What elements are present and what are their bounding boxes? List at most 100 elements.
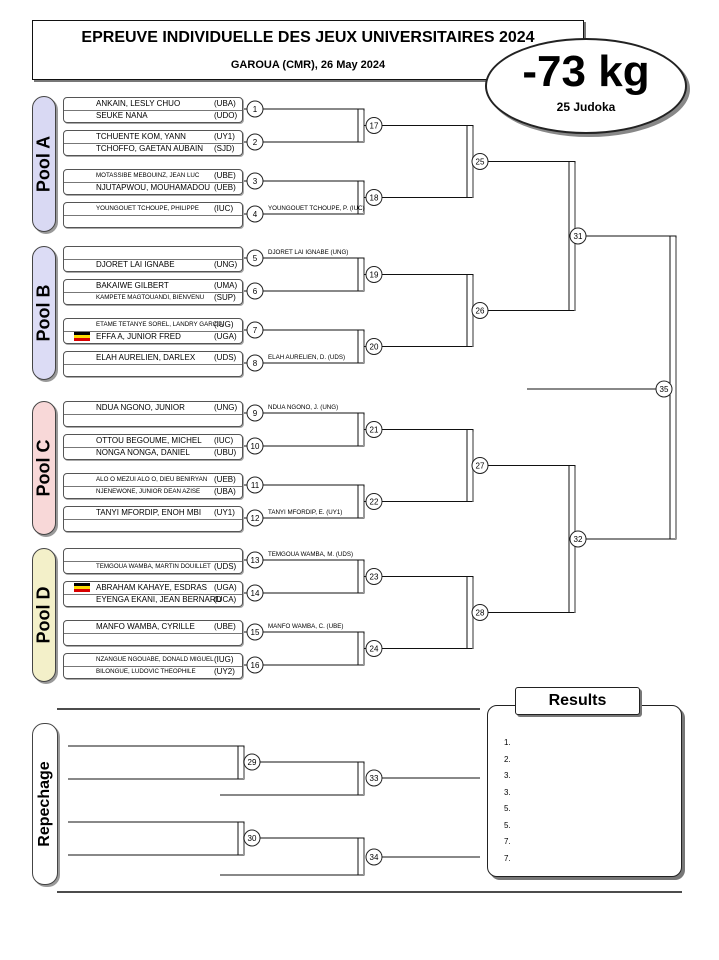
fighter-club: (UY1) bbox=[214, 132, 235, 141]
fighter-name: TCHUENTE KOM, YANN bbox=[96, 132, 186, 141]
results-rank: 5. bbox=[504, 804, 511, 813]
fighter-name: NZANGUE NGOUABE, DONALD MIGUEL bbox=[96, 656, 214, 663]
fighter-club: (UBE) bbox=[214, 622, 236, 631]
match-11-circle-number: 11 bbox=[251, 481, 260, 490]
match-2-box bbox=[63, 130, 243, 156]
fighter-club: (UEB) bbox=[214, 475, 236, 484]
match-22-circle-number: 22 bbox=[370, 498, 379, 507]
fighter-club: (IUG) bbox=[214, 655, 234, 664]
fighter-name: ANKAIN, LESLY CHUO bbox=[96, 99, 181, 108]
athlete-separator bbox=[64, 633, 242, 634]
fighter-name: ABRAHAM KAHAYE, ESDRAS bbox=[96, 583, 207, 592]
athlete-separator bbox=[64, 331, 242, 332]
athlete-separator bbox=[64, 292, 242, 293]
match-32-circle-number: 32 bbox=[574, 535, 583, 544]
fighter-club: (UBA) bbox=[214, 487, 236, 496]
bye-winner-name: TANYI MFORDIP, E. (UY1) bbox=[268, 509, 343, 516]
fighter-club: (IUG) bbox=[214, 320, 234, 329]
results-rank: 3. bbox=[504, 787, 511, 797]
athlete-separator bbox=[64, 259, 242, 260]
athlete-separator bbox=[64, 364, 242, 365]
bye-winner-name: MANFO WAMBA, C. (UBE) bbox=[268, 623, 344, 630]
fighter-name: NJUTAPWOU, MOUHAMADOU bbox=[96, 183, 211, 192]
match-35-circle bbox=[655, 380, 673, 398]
pool-label-box: Pool D bbox=[32, 548, 56, 682]
pool-label: Pool B bbox=[33, 284, 54, 342]
fighter-club: (UY2) bbox=[214, 667, 235, 676]
match-2-circle-number: 2 bbox=[253, 138, 258, 147]
match-5-box bbox=[63, 246, 243, 272]
fighter-club: (UGA) bbox=[214, 332, 237, 341]
match-7-circle-number: 7 bbox=[253, 326, 258, 335]
fighter-club: (UBA) bbox=[214, 99, 236, 108]
athlete-separator bbox=[64, 143, 242, 144]
fighter-name: NDUA NGONO, JUNIOR bbox=[96, 403, 185, 412]
match-13-circle-number: 13 bbox=[251, 556, 260, 565]
results-rank: 1. bbox=[504, 738, 511, 747]
match-29-circle-number: 29 bbox=[248, 758, 257, 767]
match-7-box bbox=[63, 318, 243, 344]
fighter-name: MOTASSIBE MEBOUINZ, JEAN LUC bbox=[96, 172, 200, 179]
fighter-name: MANFO WAMBA, CYRILLE bbox=[96, 622, 195, 631]
fighter-name: OTTOU BEGOUME, MICHEL bbox=[96, 436, 202, 445]
match-8-circle-number: 8 bbox=[253, 359, 258, 368]
match-15-circle-number: 15 bbox=[251, 628, 260, 637]
match-34-circle-number: 34 bbox=[370, 853, 379, 862]
results-rank: 3. bbox=[504, 771, 511, 780]
weight-category-badge: -73 kg 25 Judoka bbox=[485, 38, 687, 134]
match-21-circle-number: 21 bbox=[370, 426, 379, 435]
match-8-box bbox=[63, 351, 243, 377]
match-25-circle-number: 25 bbox=[476, 158, 485, 167]
repechage-text: Repechage bbox=[36, 761, 53, 847]
match-4-box bbox=[63, 202, 243, 228]
athlete-separator bbox=[64, 447, 242, 448]
match-3-box bbox=[63, 169, 243, 195]
fighter-club: (UNG) bbox=[214, 403, 238, 412]
fighter-club: (IUC) bbox=[214, 436, 234, 445]
match-28-circle-number: 28 bbox=[476, 609, 485, 618]
fighter-club: (UCA) bbox=[214, 595, 237, 604]
bye-winner-name: NDUA NGONO, J. (UNG) bbox=[268, 404, 339, 411]
match-17-circle-number: 17 bbox=[370, 122, 379, 131]
fighter-club: (SJD) bbox=[214, 144, 235, 153]
results-rank: 7. bbox=[504, 853, 511, 863]
fighter-name: ETAME TETANYE SOREL, LANDRY GARCIA bbox=[96, 321, 223, 328]
results-rank: 5. bbox=[504, 820, 511, 830]
fighter-name: NJENEWONE, JUNIOR DEAN AZISE bbox=[96, 488, 201, 495]
fighter-name: BAKAIWE GILBERT bbox=[96, 281, 169, 290]
match-9-box bbox=[63, 401, 243, 427]
athlete-separator bbox=[64, 519, 242, 520]
athlete-separator bbox=[64, 486, 242, 487]
fighter-name: BILONGUE, LUDOVIC THEOPHILE bbox=[96, 668, 196, 675]
fighter-name: DJORET LAI IGNABE bbox=[96, 260, 175, 269]
fighter-name: ELAH AURELIEN, DARLEX bbox=[96, 353, 196, 362]
athlete-separator bbox=[64, 414, 242, 415]
pool-label-box: Pool C bbox=[32, 401, 56, 535]
event-location-date: GAROUA (CMR), 26 May 2024 bbox=[230, 59, 386, 71]
match-23-circle-number: 23 bbox=[370, 573, 379, 582]
fighter-club: (UDS) bbox=[214, 353, 237, 362]
bye-winner-name: ELAH AURELIEN, D. (UDS) bbox=[268, 354, 346, 361]
match-19-circle-number: 19 bbox=[370, 271, 379, 280]
match-26-circle-number: 26 bbox=[476, 307, 485, 316]
pool-label: Pool C bbox=[33, 439, 54, 497]
fighter-name: KAMPETE MAGTOUANDI, BIENVENU bbox=[96, 294, 205, 301]
match-35-circle-number: 35 bbox=[660, 385, 669, 394]
results-rank: 7. bbox=[504, 837, 511, 846]
repechage-label: Repechage bbox=[32, 723, 58, 885]
match-30-circle-number: 30 bbox=[248, 834, 257, 843]
fighter-club: (UMA) bbox=[214, 281, 238, 290]
fighter-name: NONGA NONGA, DANIEL bbox=[96, 448, 190, 457]
athlete-separator bbox=[64, 666, 242, 667]
bye-winner-name: YOUNGOUET TCHOUPE, P. (IUC) bbox=[268, 205, 365, 212]
match-20-circle-number: 20 bbox=[370, 343, 379, 352]
fighter-club: (UEB) bbox=[214, 183, 236, 192]
results-panel: 1.2.3.3.5.5.7.7. bbox=[487, 705, 682, 877]
pool-label: Pool A bbox=[33, 135, 54, 193]
athlete-separator bbox=[64, 561, 242, 562]
athlete-separator bbox=[64, 110, 242, 111]
fighter-name: ALO O MEZUI ALO O, DIEU BENIRYAN bbox=[96, 476, 208, 483]
match-15-box bbox=[63, 620, 243, 646]
page-title: EPREUVE INDIVIDUELLE DES JEUX UNIVERSITA… bbox=[81, 29, 535, 46]
